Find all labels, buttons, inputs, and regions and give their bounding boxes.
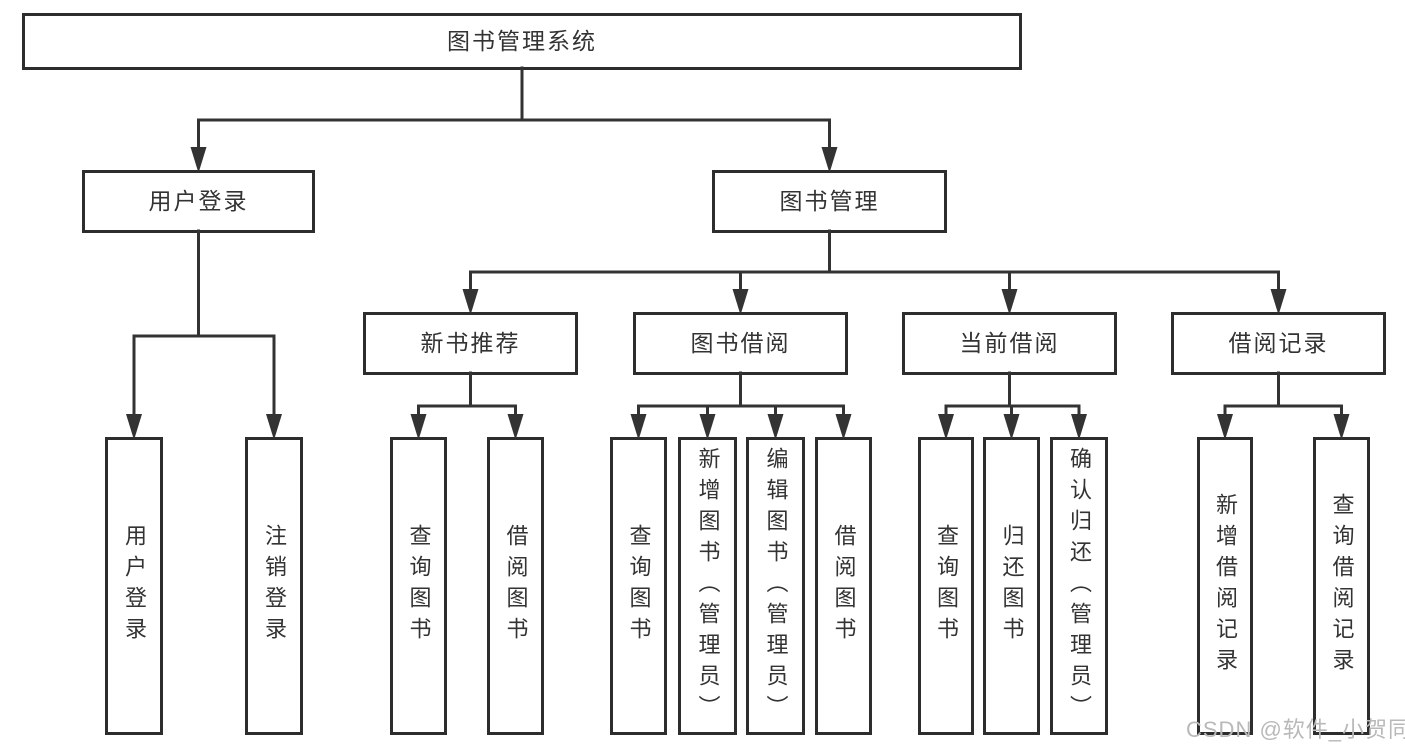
box-borrow-books-recommendation-label: 借阅图书 xyxy=(503,524,529,648)
csdn-watermark: CSDN @软件_小贺同学 xyxy=(1186,717,1405,742)
box-user-login: 用户登录 xyxy=(82,170,315,233)
box-new-book-recommendation: 新书推荐 xyxy=(363,312,578,375)
box-book-borrowing: 图书借阅 xyxy=(633,312,848,375)
box-logout: 注销登录 xyxy=(245,437,303,735)
box-current-borrowing: 当前借阅 xyxy=(902,312,1117,375)
box-user-login-action: 用户登录 xyxy=(105,437,163,735)
box-add-borrow-record-label: 新增借阅记录 xyxy=(1213,493,1238,679)
box-edit-books-admin: 编辑图书（管理员） xyxy=(746,437,805,735)
box-confirm-return-admin: 确认归还（管理员） xyxy=(1050,437,1108,735)
box-add-books-admin-label: 新增图书（管理员） xyxy=(695,446,721,726)
box-query-books-current-label: 查询图书 xyxy=(934,524,959,648)
box-current-borrowing-label: 当前借阅 xyxy=(959,329,1060,356)
box-query-books-borrowing-label: 查询图书 xyxy=(626,524,652,648)
box-book-management: 图书管理 xyxy=(712,170,947,233)
box-borrow-books-borrowing-label: 借阅图书 xyxy=(831,524,857,648)
box-library-management-system: 图书管理系统 xyxy=(22,13,1022,70)
box-confirm-return-admin-label: 确认归还（管理员） xyxy=(1067,446,1092,726)
box-borrow-books-borrowing: 借阅图书 xyxy=(815,437,872,735)
box-return-books: 归还图书 xyxy=(983,437,1040,735)
box-borrowing-records-label: 借阅记录 xyxy=(1228,329,1329,356)
box-library-management-system-label: 图书管理系统 xyxy=(447,27,597,54)
box-new-book-recommendation-label: 新书推荐 xyxy=(420,329,521,356)
box-return-books-label: 归还图书 xyxy=(999,524,1025,648)
box-logout-label: 注销登录 xyxy=(262,524,287,648)
box-query-books-recommendation: 查询图书 xyxy=(390,437,447,735)
box-book-management-label: 图书管理 xyxy=(779,187,880,214)
box-user-login-action-label: 用户登录 xyxy=(122,524,147,648)
box-edit-books-admin-label: 编辑图书（管理员） xyxy=(763,446,789,726)
box-borrowing-records: 借阅记录 xyxy=(1171,312,1386,375)
box-add-borrow-record: 新增借阅记录 xyxy=(1197,437,1253,735)
box-query-borrow-record: 查询借阅记录 xyxy=(1313,437,1370,735)
box-user-login-label: 用户登录 xyxy=(148,187,249,214)
box-add-books-admin: 新增图书（管理员） xyxy=(678,437,737,735)
box-query-books-recommendation-label: 查询图书 xyxy=(406,524,432,648)
box-book-borrowing-label: 图书借阅 xyxy=(690,329,791,356)
box-query-borrow-record-label: 查询借阅记录 xyxy=(1329,493,1355,679)
box-borrow-books-recommendation: 借阅图书 xyxy=(487,437,544,735)
box-query-books-borrowing: 查询图书 xyxy=(610,437,667,735)
box-query-books-current: 查询图书 xyxy=(918,437,974,735)
